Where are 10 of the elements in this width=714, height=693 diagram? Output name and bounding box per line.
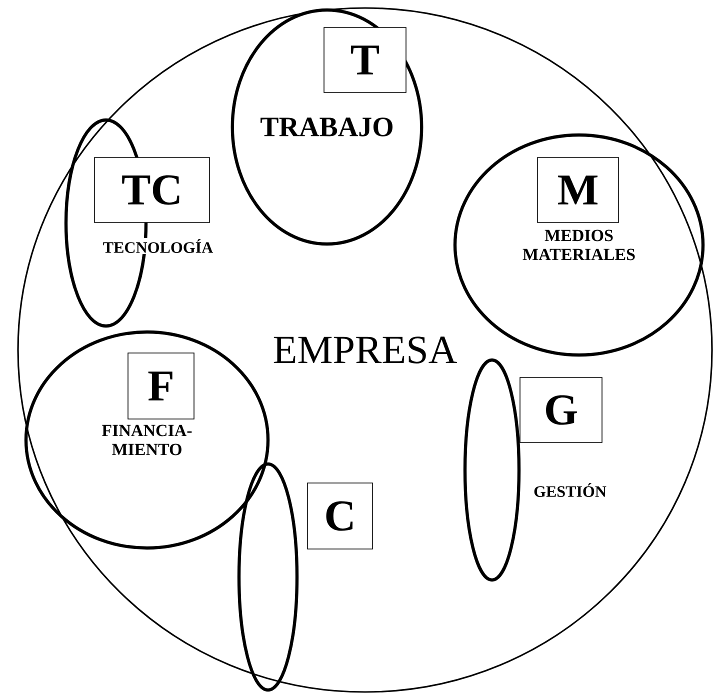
letter-box: M [537, 157, 619, 223]
ellipse-shape [463, 358, 521, 582]
letter-box: C [307, 482, 373, 550]
letter-box: TC [94, 157, 210, 223]
ellipse-shape [237, 462, 299, 692]
letter-box: G [520, 377, 602, 443]
letter-box: F [128, 352, 194, 420]
node-label: GESTIÓN [532, 482, 608, 498]
letter-box: T [324, 27, 406, 93]
node-label: TECNOLOGÍA [102, 238, 214, 254]
